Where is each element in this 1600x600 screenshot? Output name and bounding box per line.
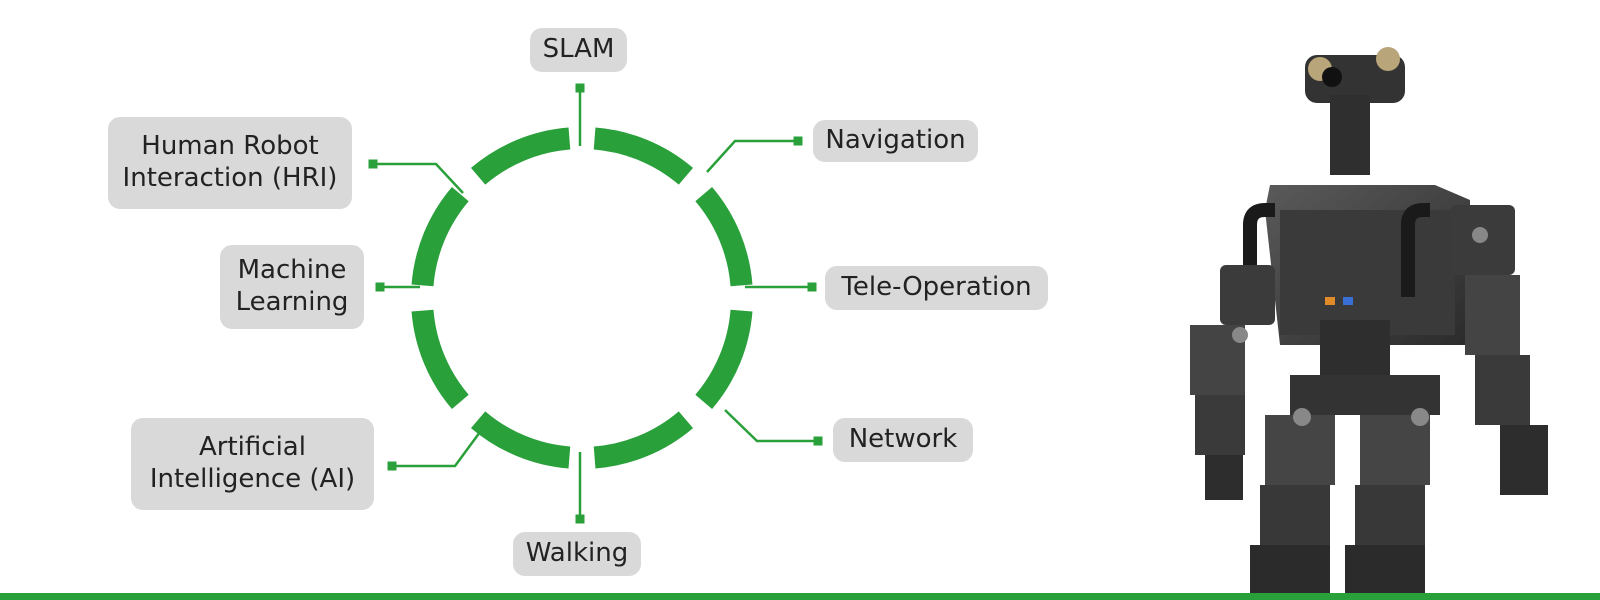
label-machine-learning: Machine Learning	[220, 245, 364, 329]
label-slam-text: SLAM	[542, 34, 615, 65]
ring-segment	[470, 127, 571, 185]
ring-segment	[695, 186, 753, 287]
label-slam: SLAM	[530, 28, 627, 72]
label-machine-learning-line-1: Machine	[237, 255, 347, 286]
bottom-accent-bar	[0, 593, 1600, 600]
label-tele-operation: Tele-Operation	[825, 266, 1048, 310]
label-walking-text: Walking	[525, 538, 629, 569]
label-hri: Human Robot Interaction (HRI)	[108, 117, 352, 209]
ring-segment	[411, 186, 469, 287]
label-walking: Walking	[513, 532, 641, 576]
connector-hri	[373, 162, 464, 194]
label-hri-line-1: Human Robot	[141, 131, 319, 162]
ring-segment	[695, 309, 753, 410]
connector-end-slam	[575, 83, 585, 93]
ring-segment	[593, 127, 694, 185]
connector-end-machine-learning	[375, 282, 385, 292]
label-navigation: Navigation	[813, 120, 978, 162]
connector-end-navigation	[793, 136, 803, 146]
connector-end-tele-operation	[807, 282, 817, 292]
ring-segment	[411, 309, 469, 410]
capability-ring	[411, 127, 753, 469]
label-ai-line-2: Intelligence (AI)	[149, 464, 356, 494]
humanoid-robot-icon	[1190, 47, 1548, 595]
label-network: Network	[833, 418, 973, 462]
label-ai-line-1: Artificial	[199, 432, 306, 463]
connector-end-ai	[387, 461, 397, 471]
connector-end-hri	[368, 159, 378, 169]
label-tele-operation-text: Tele-Operation	[841, 272, 1032, 303]
connector-navigation	[706, 139, 798, 173]
connector-network	[724, 409, 818, 443]
label-hri-line-2: Interaction (HRI)	[122, 163, 338, 193]
connector-end-walking	[575, 514, 585, 524]
connector-lines	[368, 83, 823, 524]
label-network-text: Network	[848, 424, 958, 455]
ring-segment	[593, 411, 694, 469]
label-machine-learning-line-2: Learning	[235, 287, 349, 317]
ring-segment	[470, 411, 571, 469]
label-navigation-text: Navigation	[825, 125, 966, 156]
connector-ai	[392, 431, 482, 468]
label-ai: Artificial Intelligence (AI)	[131, 418, 374, 510]
connector-end-network	[813, 436, 823, 446]
